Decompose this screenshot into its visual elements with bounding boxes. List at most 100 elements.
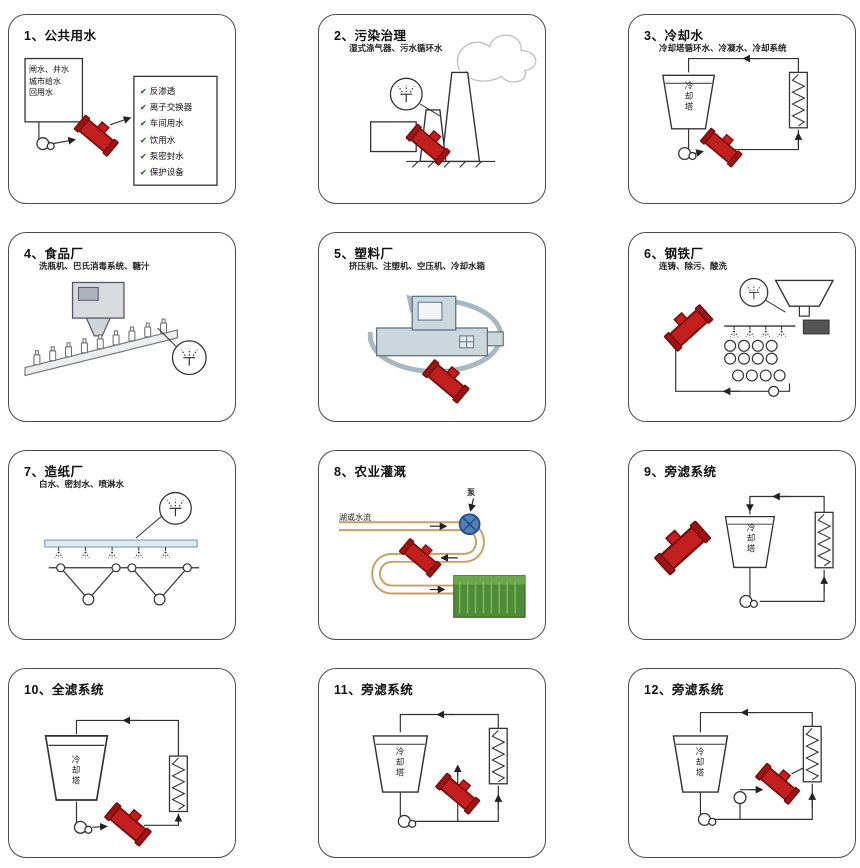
cooling-tower-label: 冷却塔 — [684, 81, 694, 113]
panel-cooling-water: 3、冷却水 冷却塔循环水、冷凝水、冷却系统 冷却塔 — [628, 14, 856, 204]
panel-subtitle: 白水、密封水、喷淋水 — [39, 479, 125, 489]
panel-paper-mill: 7、造纸厂 白水、密封水、喷淋水 — [8, 450, 236, 640]
irrigation-diagram — [338, 498, 526, 618]
wire-section — [48, 567, 200, 601]
panel-public-water: 1、公共用水 闸水、井水 城市给水 回用水 ✔反渗透 ✔离子交换器 ✔车间用水 … — [8, 14, 236, 204]
source-water-text: 闸水、井水 城市给水 回用水 — [29, 64, 81, 99]
machine-screen — [77, 286, 99, 301]
circulation-arrow — [367, 297, 504, 374]
red-filter-icon — [649, 515, 712, 576]
piping — [746, 492, 828, 602]
piping — [399, 710, 503, 822]
wire-rolls — [56, 563, 192, 606]
panel-title: 8、农业灌溉 — [334, 465, 407, 479]
side-filter-9-diagram — [649, 492, 834, 608]
check-icon: ✔ — [140, 135, 147, 145]
irrigation-pump-icon — [458, 513, 481, 536]
panel-subtitle: 湿式涤气器、污水循环水 — [349, 43, 443, 53]
ground — [406, 160, 496, 168]
callout-line — [157, 327, 178, 349]
callout-line — [765, 299, 786, 313]
check-icon: ✔ — [140, 151, 147, 161]
heat-exchanger-icon — [788, 71, 808, 129]
panel-agriculture: 8、农业灌溉 湖或水流 泵 — [318, 450, 546, 640]
callout-line — [135, 515, 162, 539]
panel-pollution-control: 2、污染治理 湿式涤气器、污水循环水 — [318, 14, 546, 204]
panel-side-filter-9: 9、旁滤系统 冷却塔 — [628, 450, 856, 640]
panel-title: 5、塑料厂 — [334, 247, 394, 261]
panel-food-factory: 4、食品厂 洗瓶机、巴氏消毒系统、糖汁 — [8, 232, 236, 422]
pump-label: 泵 — [467, 488, 475, 497]
checklist-item: ✔保护设备 — [140, 166, 184, 177]
injection-machine — [375, 295, 504, 357]
panel-title: 6、钢铁厂 — [644, 247, 704, 261]
conveyor-belt — [24, 329, 179, 377]
red-filter-icon — [103, 797, 156, 847]
pump-icon — [768, 385, 780, 397]
cooling-tower-label: 冷却塔 — [746, 523, 756, 555]
side-filter-11-diagram — [372, 710, 508, 828]
pump-icon — [36, 137, 55, 151]
panel-title: 9、旁滤系统 — [644, 465, 717, 479]
check-icon: ✔ — [140, 119, 147, 129]
panel-subtitle: 挤压机、注塑机、空压机、冷却水箱 — [349, 261, 486, 271]
crop-field — [453, 575, 526, 618]
smoke-cloud — [457, 34, 537, 83]
pump-icon — [678, 146, 697, 161]
checklist-item: ✔反渗透 — [140, 86, 176, 96]
rollers — [724, 339, 786, 382]
red-filter-icon — [434, 768, 485, 816]
use-checklist: ✔反渗透 ✔离子交换器 ✔车间用水 ✔饮用水 ✔泵密封水 ✔保护设备 — [140, 83, 192, 180]
slab-block — [802, 319, 830, 335]
heat-exchanger-icon — [168, 755, 188, 813]
checklist-item: ✔离子交换器 — [140, 102, 193, 113]
checklist-item: ✔车间用水 — [140, 118, 184, 129]
chimney-large — [441, 71, 481, 163]
red-filter-icon — [421, 354, 474, 405]
spray-nozzles — [729, 325, 787, 339]
cooling-tower-label: 冷却塔 — [71, 755, 81, 787]
panel-title: 3、冷却水 — [644, 29, 704, 43]
steel-diagram — [659, 277, 835, 397]
checklist-item: ✔饮用水 — [140, 134, 176, 145]
water-source-label: 湖或水流 — [339, 513, 371, 522]
panel-side-filter-12: 12、旁滤系统 冷却塔 — [628, 668, 856, 858]
machine-hopper — [85, 317, 112, 337]
callout-line — [419, 103, 441, 117]
shower-header — [44, 539, 198, 548]
cooling-tower-label: 冷却塔 — [695, 747, 705, 779]
panel-title: 4、食品厂 — [24, 247, 84, 261]
piping — [687, 54, 803, 157]
source-line: 闸水、井水 — [29, 65, 69, 74]
source-line: 城市给水 — [29, 76, 61, 86]
booster-pump-icon — [733, 791, 747, 805]
panel-title: 12、旁滤系统 — [644, 683, 724, 697]
panel-side-filter-11: 11、旁滤系统 冷却塔 — [318, 668, 546, 858]
public-water-diagram — [24, 57, 218, 186]
panel-title: 7、造纸厂 — [24, 465, 84, 479]
panel-subtitle: 连铸、除污、酸洗 — [659, 261, 728, 271]
panel-subtitle: 冷却塔循环水、冷凝水、冷却系统 — [659, 43, 787, 53]
full-filter-diagram — [44, 716, 188, 847]
pump-icon — [397, 814, 417, 828]
panel-title: 1、公共用水 — [24, 29, 97, 43]
spray-nozzles — [54, 546, 170, 560]
red-filter-icon — [699, 123, 747, 168]
cooling-tower-label: 冷却塔 — [395, 747, 405, 779]
pump-icon — [73, 820, 93, 834]
ladle-stem — [798, 305, 810, 317]
piping — [75, 716, 183, 831]
panel-title: 11、旁滤系统 — [334, 683, 414, 697]
flow-arrows — [430, 498, 476, 594]
plastics-diagram — [367, 294, 504, 405]
heat-exchanger-icon — [814, 511, 834, 569]
pump-icon — [739, 594, 758, 608]
check-icon: ✔ — [140, 167, 147, 177]
checklist-box — [133, 75, 218, 186]
panel-plastics-factory: 5、塑料厂 挤压机、注塑机、空压机、冷却水箱 — [318, 232, 546, 422]
red-filter-icon — [659, 299, 714, 353]
panel-full-filter-10: 10、全滤系统 冷却塔 — [8, 668, 236, 858]
pollution-diagram — [370, 34, 537, 168]
heat-exchanger-icon — [488, 727, 508, 785]
